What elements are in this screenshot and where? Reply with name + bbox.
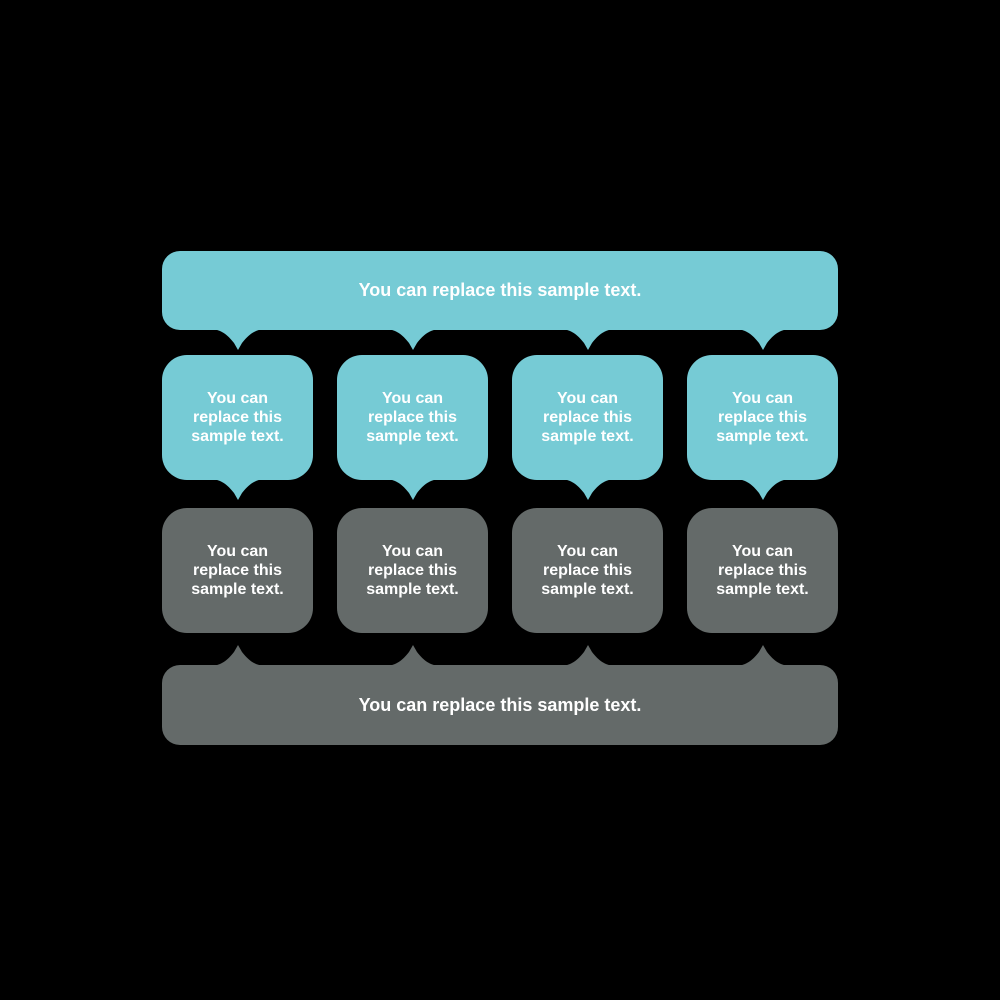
gray-box-3-label: You can replace this sample text. <box>541 543 634 598</box>
top-banner-tail-down-icon <box>737 329 789 350</box>
teal-bubble-tail-down-icon <box>387 479 439 500</box>
gray-box-4[interactable]: You can replace this sample text. <box>687 508 838 633</box>
teal-bubble-3-label: You can replace this sample text. <box>541 390 634 445</box>
teal-bubble-2[interactable]: You can replace this sample text. <box>337 355 488 480</box>
teal-bubble-4[interactable]: You can replace this sample text. <box>687 355 838 480</box>
gray-box-2[interactable]: You can replace this sample text. <box>337 508 488 633</box>
bottom-banner-label: You can replace this sample text. <box>358 694 642 715</box>
teal-bubble-4-label: You can replace this sample text. <box>716 390 809 445</box>
bottom-banner-tail-up-icon <box>212 645 264 666</box>
gray-box-4-label: You can replace this sample text. <box>716 543 809 598</box>
teal-bubble-1[interactable]: You can replace this sample text. <box>162 355 313 480</box>
bottom-banner-tail-up-icon <box>562 645 614 666</box>
top-banner-shape[interactable]: You can replace this sample text. <box>162 251 838 330</box>
teal-bubble-3[interactable]: You can replace this sample text. <box>512 355 663 480</box>
gray-box-2-label: You can replace this sample text. <box>366 543 459 598</box>
bottom-banner-shape[interactable]: You can replace this sample text. <box>162 665 838 745</box>
teal-bubble-tail-down-icon <box>737 479 789 500</box>
gray-box-1-label: You can replace this sample text. <box>191 543 284 598</box>
gray-box-1[interactable]: You can replace this sample text. <box>162 508 313 633</box>
bottom-banner-tail-up-icon <box>387 645 439 666</box>
top-banner-label: You can replace this sample text. <box>358 280 642 300</box>
teal-bubble-1-label: You can replace this sample text. <box>191 390 284 445</box>
bottom-banner-tail-up-icon <box>737 645 789 666</box>
teal-bubble-2-label: You can replace this sample text. <box>366 390 459 445</box>
gray-box-3[interactable]: You can replace this sample text. <box>512 508 663 633</box>
teal-bubble-tail-down-icon <box>212 479 264 500</box>
top-banner-tail-down-icon <box>562 329 614 350</box>
top-banner-tail-down-icon <box>212 329 264 350</box>
top-banner-tail-down-icon <box>387 329 439 350</box>
teal-bubble-tail-down-icon <box>562 479 614 500</box>
